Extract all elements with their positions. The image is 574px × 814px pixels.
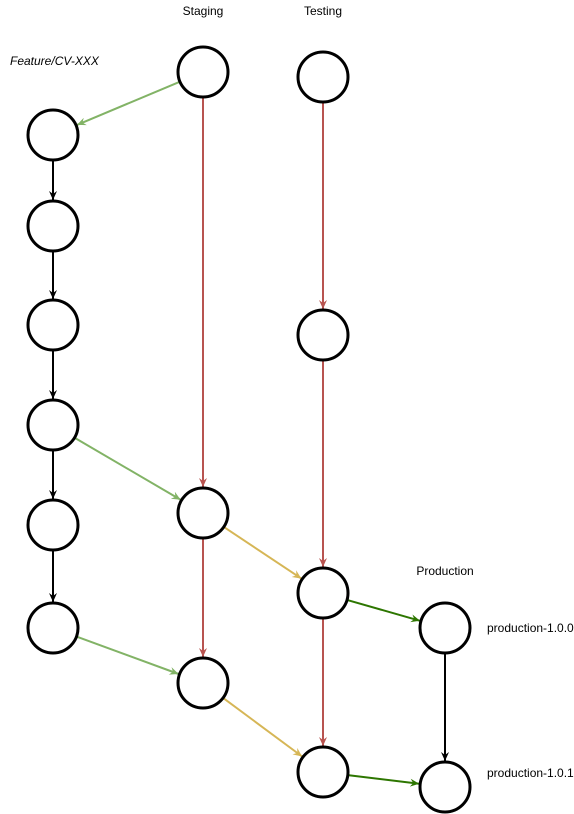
labels-layer: Feature/CV-XXX Staging Testing Productio… — [10, 4, 574, 780]
merge-edge-f4-s2 — [74, 436, 182, 501]
staging-commit-node-s1 — [176, 45, 230, 99]
promote-edge-s3-t4 — [222, 697, 303, 758]
feature-commit-node-f3 — [26, 298, 80, 352]
lane-label-feature: Feature/CV-XXX — [10, 54, 100, 68]
promote-edge-s2-t3 — [223, 526, 302, 580]
feature-commit-node-f2 — [26, 199, 80, 253]
feature-commit-node-f4 — [26, 398, 80, 452]
edges-layer — [49, 80, 449, 787]
testing-commit-node-t4 — [296, 745, 350, 799]
tag-production-1-0-1: production-1.0.1 — [487, 766, 574, 780]
release-edge-t3-p1 — [346, 598, 421, 623]
lane-label-production: Production — [416, 564, 473, 578]
tag-production-1-0-0: production-1.0.0 — [487, 621, 574, 635]
staging-commit-node-s2 — [176, 486, 230, 540]
production-commit-node-p2 — [418, 760, 472, 814]
feature-commit-node-f5 — [26, 498, 80, 552]
testing-commit-node-t3 — [296, 566, 350, 620]
release-edge-t4-p2 — [347, 774, 420, 787]
feature-commit-node-f6 — [26, 601, 80, 655]
merge-edge-s1-f1 — [76, 80, 181, 126]
merge-edge-f6-s3 — [76, 635, 179, 675]
lane-label-staging: Staging — [183, 4, 224, 18]
testing-commit-node-t1 — [296, 50, 350, 104]
testing-commit-node-t2 — [296, 308, 350, 362]
staging-commit-node-s3 — [176, 656, 230, 710]
production-commit-node-p1 — [418, 601, 472, 655]
feature-commit-node-f1 — [26, 108, 80, 162]
lane-label-testing: Testing — [304, 4, 342, 18]
nodes-layer — [26, 45, 472, 814]
